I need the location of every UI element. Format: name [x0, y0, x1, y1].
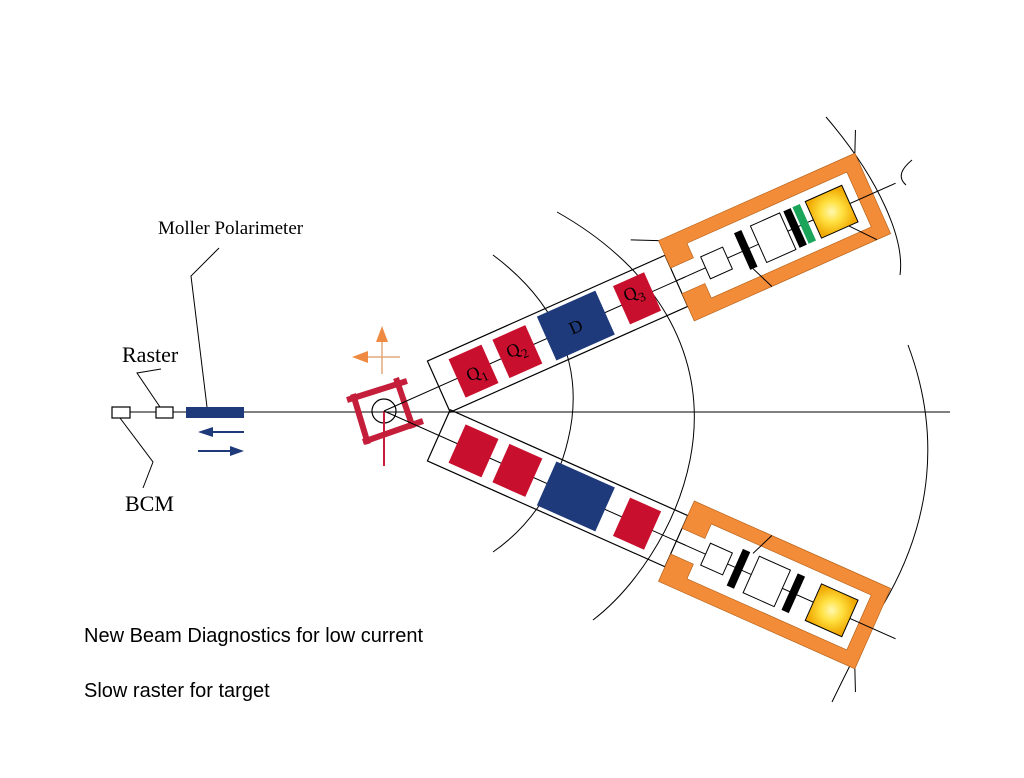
dipole-upper	[536, 290, 615, 361]
quad-q2-upper	[492, 325, 543, 379]
detector-hut-upper	[630, 129, 896, 322]
quad-q3-lower	[612, 497, 662, 550]
spectrometer-lower	[383, 409, 896, 693]
scintillator-1-upper	[733, 230, 758, 270]
moller-motion-arrows	[198, 427, 244, 456]
vdc-chamber-lower	[700, 542, 734, 576]
raster-label: Raster	[122, 342, 179, 367]
vdc-chamber-upper	[700, 246, 734, 280]
scintillator-2-upper	[783, 208, 807, 248]
cherenkov-upper	[749, 212, 797, 264]
bcm-monitor	[111, 406, 131, 419]
quad-q1-lower	[448, 424, 499, 478]
magnet-housing-lower	[426, 409, 689, 568]
scintillator-2-lower	[781, 573, 806, 614]
raster-magnet	[155, 406, 174, 419]
detector-hut-lower	[658, 500, 896, 693]
chamber-arcs	[492, 116, 929, 703]
bcm-label: BCM	[125, 491, 174, 516]
quad-q2-lower	[492, 443, 543, 497]
aerogel-upper	[792, 204, 817, 244]
target-assembly	[346, 377, 424, 466]
spectrometer-upper: Q1 Q2 D Q3	[383, 129, 896, 413]
bcm-leader-line	[119, 417, 154, 489]
note-slow-raster: Slow raster for target	[84, 680, 270, 702]
moller-leader-line	[190, 247, 220, 408]
dipole-lower	[536, 461, 615, 532]
note-beam-diagnostics: New Beam Diagnostics for low current	[84, 625, 424, 647]
calorimeter-upper	[804, 184, 859, 239]
moller-label: Moller Polarimeter	[158, 218, 304, 239]
quad-q3-upper	[612, 272, 662, 325]
quad-q1-upper	[448, 344, 499, 398]
moller-polarimeter	[186, 407, 244, 418]
raster-axes-icon	[352, 326, 400, 374]
scintillator-1-lower	[726, 548, 751, 589]
calorimeter-lower	[804, 583, 859, 638]
raster-leader-line	[136, 368, 162, 408]
cherenkov-lower	[742, 555, 792, 608]
